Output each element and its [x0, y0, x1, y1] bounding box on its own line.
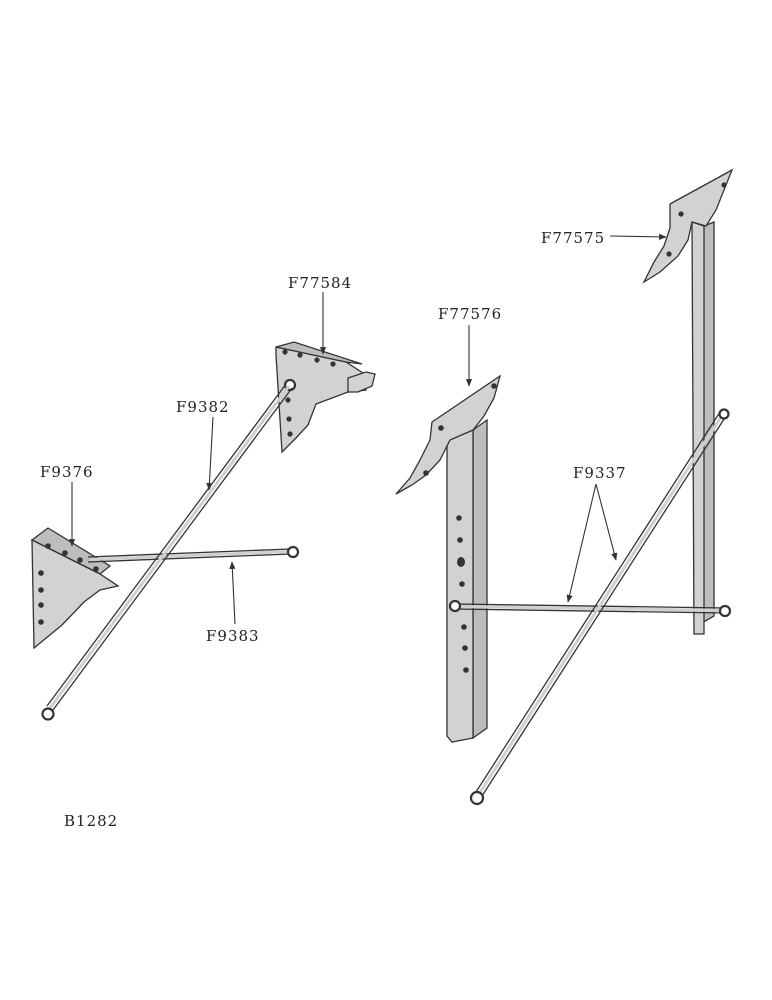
label-f9383: F9383 — [206, 627, 260, 645]
label-f9376: F9376 — [40, 463, 94, 481]
leader-lines — [68, 233, 667, 625]
rod-f9382 — [41, 383, 293, 721]
leader-f9382 — [206, 416, 214, 491]
bracket-f77584 — [275, 341, 376, 454]
part-labels: F77584 F9382 F9376 F9383 F77576 F77575 F… — [40, 229, 627, 645]
right-assembly — [395, 168, 734, 806]
rods-f9337 — [448, 408, 732, 806]
leader-f9337-b — [595, 483, 618, 561]
label-f9337: F9337 — [573, 464, 627, 482]
standard-f77576 — [395, 374, 502, 743]
bracket-f9376 — [30, 527, 120, 650]
label-f77576: F77576 — [438, 305, 502, 323]
label-f77575: F77575 — [541, 229, 605, 247]
label-f77584: F77584 — [288, 274, 352, 292]
label-f9382: F9382 — [176, 398, 230, 416]
left-assembly — [30, 341, 376, 721]
leader-f9337-a — [566, 483, 597, 603]
standard-f77575 — [642, 168, 734, 635]
leader-f9383 — [229, 561, 236, 625]
leader-f77575 — [609, 233, 667, 240]
drawing-code: B1282 — [64, 812, 118, 830]
rod-f9383 — [87, 545, 300, 563]
